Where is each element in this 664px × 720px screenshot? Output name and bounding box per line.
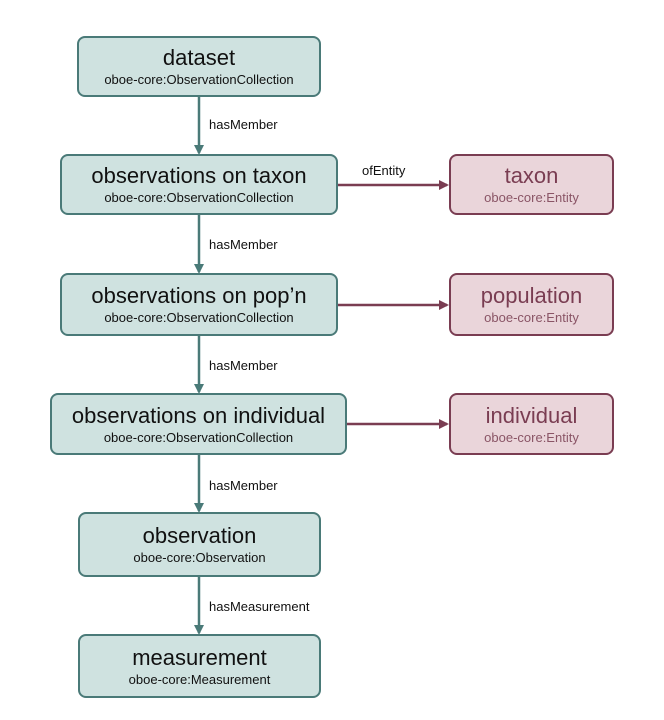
edge-label-has-member: hasMember xyxy=(209,117,278,132)
node-title: observation xyxy=(142,523,257,548)
edge-label-of-entity: ofEntity xyxy=(362,163,406,178)
edge-label-has-member: hasMember xyxy=(209,478,278,493)
node-observations-on-individual: observations on individual oboe-core:Obs… xyxy=(50,393,347,455)
node-type: oboe-core:ObservationCollection xyxy=(104,310,294,325)
node-title: population xyxy=(480,283,583,308)
node-title: observations on pop’n xyxy=(91,283,307,308)
node-type: oboe-core:Entity xyxy=(484,190,579,205)
node-type: oboe-core:Measurement xyxy=(128,671,271,687)
node-title: observations on taxon xyxy=(91,163,307,188)
node-taxon: taxon oboe-core:Entity xyxy=(449,154,614,215)
edge-label-has-measurement: hasMeasurement xyxy=(209,599,310,614)
node-observation: observation oboe-core:Observation xyxy=(78,512,321,577)
edge-label-has-member: hasMember xyxy=(209,237,278,252)
node-dataset: dataset oboe-core:ObservationCollection xyxy=(77,36,321,97)
node-observations-on-popn: observations on pop’n oboe-core:Observat… xyxy=(60,273,338,336)
node-type: oboe-core:ObservationCollection xyxy=(103,429,294,445)
node-individual: individual oboe-core:Entity xyxy=(449,393,614,455)
node-type: oboe-core:ObservationCollection xyxy=(104,190,294,205)
node-title: measurement xyxy=(132,644,267,670)
node-type: oboe-core:Entity xyxy=(484,310,579,325)
node-title: observations on individual xyxy=(71,402,326,428)
node-type: oboe-core:Observation xyxy=(133,550,266,565)
node-title: dataset xyxy=(162,45,236,70)
node-observations-on-taxon: observations on taxon oboe-core:Observat… xyxy=(60,154,338,215)
node-type: oboe-core:Entity xyxy=(484,429,579,445)
node-population: population oboe-core:Entity xyxy=(449,273,614,336)
edge-label-has-member: hasMember xyxy=(209,358,278,373)
node-title: taxon xyxy=(504,163,559,188)
node-title: individual xyxy=(485,402,578,428)
node-measurement: measurement oboe-core:Measurement xyxy=(78,634,321,698)
node-type: oboe-core:ObservationCollection xyxy=(104,72,294,87)
